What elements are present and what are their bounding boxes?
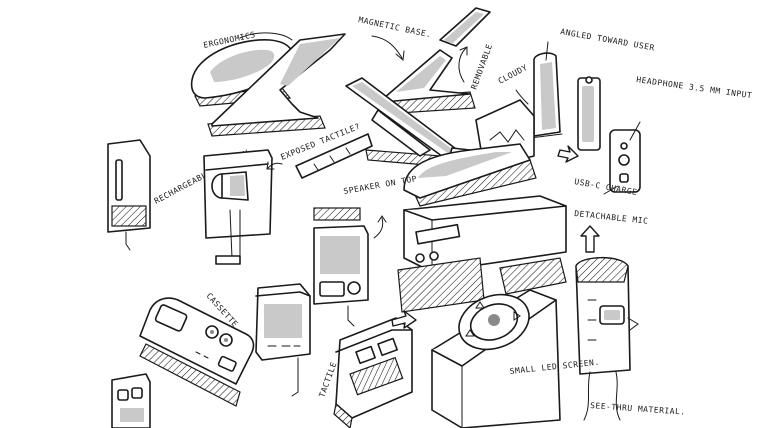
headphone-device-sketch — [577, 76, 641, 193]
dial-base-unit-sketch — [431, 257, 567, 428]
arrow-to-sidecar — [557, 145, 579, 163]
pointer-headphone — [629, 121, 641, 141]
tactile-keypad-sketch — [333, 317, 413, 428]
label-magnetic-base: MAGNETIC BASE. — [358, 15, 433, 39]
speaker-device-sketch — [313, 207, 369, 327]
wall-mount-unit-sketch — [203, 149, 273, 265]
arrow-speaker — [373, 215, 387, 239]
arrow-tactile — [391, 310, 417, 329]
mini-remote-sketch — [111, 373, 151, 428]
label-tactile: TACTILE — [317, 361, 338, 399]
tactile-strip-sketch — [295, 133, 373, 179]
removable-cap-sketch — [379, 7, 491, 115]
label-angled-toward-user: ANGLED TOWARD USER — [560, 27, 656, 52]
pager-device-sketch — [255, 283, 311, 397]
angled-tower-sketch — [529, 52, 563, 139]
pointer-usbc — [603, 185, 619, 195]
pointer-angled — [545, 41, 549, 61]
arrow-removable — [458, 46, 468, 83]
label-detachable-mic: DETACHABLE MIC — [574, 209, 649, 226]
label-cloudy: CLOUDY — [497, 63, 529, 86]
pointer-cloudy — [515, 89, 529, 105]
cassette-device-sketch — [139, 297, 255, 407]
label-removable: REMOVABLE — [469, 43, 494, 91]
central-recorder-sketch — [397, 99, 567, 313]
arrow-exposed-tactile — [266, 161, 283, 170]
battery-handset-sketch — [107, 139, 151, 251]
magnetic-base-stand-sketch — [207, 33, 346, 137]
arrow-magnetic-base — [371, 35, 405, 61]
label-see-thru-material: SEE-THRU MATERIAL. — [590, 401, 686, 417]
arrow-detachable-mic — [580, 225, 600, 253]
label-headphone-input: HEADPHONE 3.5 mm INPUT — [636, 75, 753, 100]
sidecar-recorder-sketch — [575, 256, 639, 421]
